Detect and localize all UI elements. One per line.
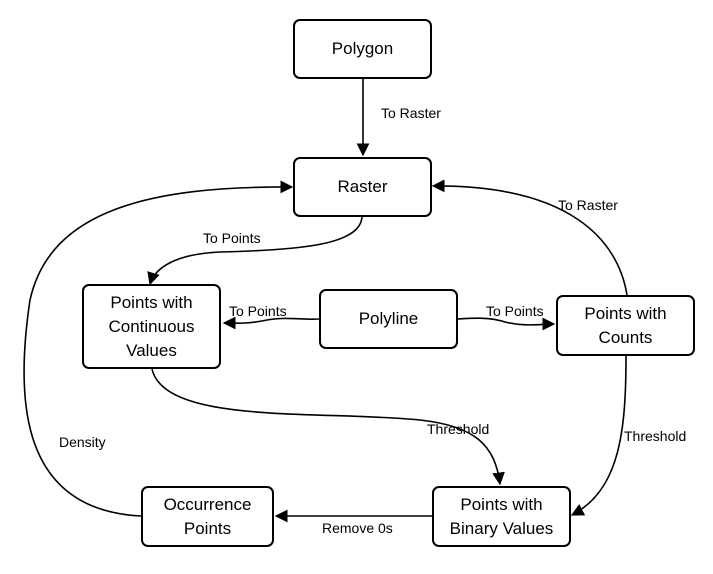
label-occurrence-to-raster: Density — [59, 434, 106, 450]
label-polyline-to-counts: To Points — [486, 303, 544, 319]
node-polyline-label: Polyline — [358, 309, 419, 328]
node-occurrence-points-label: Occurrence Points — [163, 494, 252, 538]
edge-raster-to-continuous — [147, 216, 363, 286]
node-points-binary-label: Points with Binary Values — [449, 494, 554, 538]
node-occurrence-points: Occurrence Points — [141, 486, 274, 547]
node-points-binary: Points with Binary Values — [432, 486, 571, 547]
edge-polyline-to-continuous — [222, 316, 320, 330]
label-continuous-to-binary: Threshold — [427, 421, 490, 437]
node-points-continuous: Points with Continuous Values — [82, 284, 221, 369]
label-counts-to-raster: To Raster — [558, 197, 618, 213]
node-raster: Raster — [293, 157, 432, 217]
node-points-continuous-label: Points with Continuous Values — [108, 292, 195, 360]
node-points-counts: Points with Counts — [556, 295, 695, 356]
edge-polyline-to-counts — [457, 317, 556, 331]
node-polygon-label: Polygon — [331, 39, 394, 58]
node-points-counts-label: Points with Counts — [584, 303, 667, 347]
edge-occurrence-to-raster — [23, 180, 294, 517]
node-polyline: Polyline — [319, 289, 458, 349]
node-raster-label: Raster — [337, 177, 388, 196]
label-binary-to-occurrence: Remove 0s — [322, 520, 393, 536]
label-polygon-to-raster: To Raster — [381, 105, 441, 121]
label-raster-to-continuous: To Points — [203, 230, 261, 246]
node-polygon: Polygon — [293, 19, 432, 79]
label-counts-to-binary: Threshold — [624, 428, 687, 444]
edge-continuous-to-binary — [151, 368, 505, 486]
edge-counts-to-raster — [431, 179, 628, 296]
label-polyline-to-continuous: To Points — [229, 303, 287, 319]
edge-counts-to-binary — [570, 355, 627, 516]
